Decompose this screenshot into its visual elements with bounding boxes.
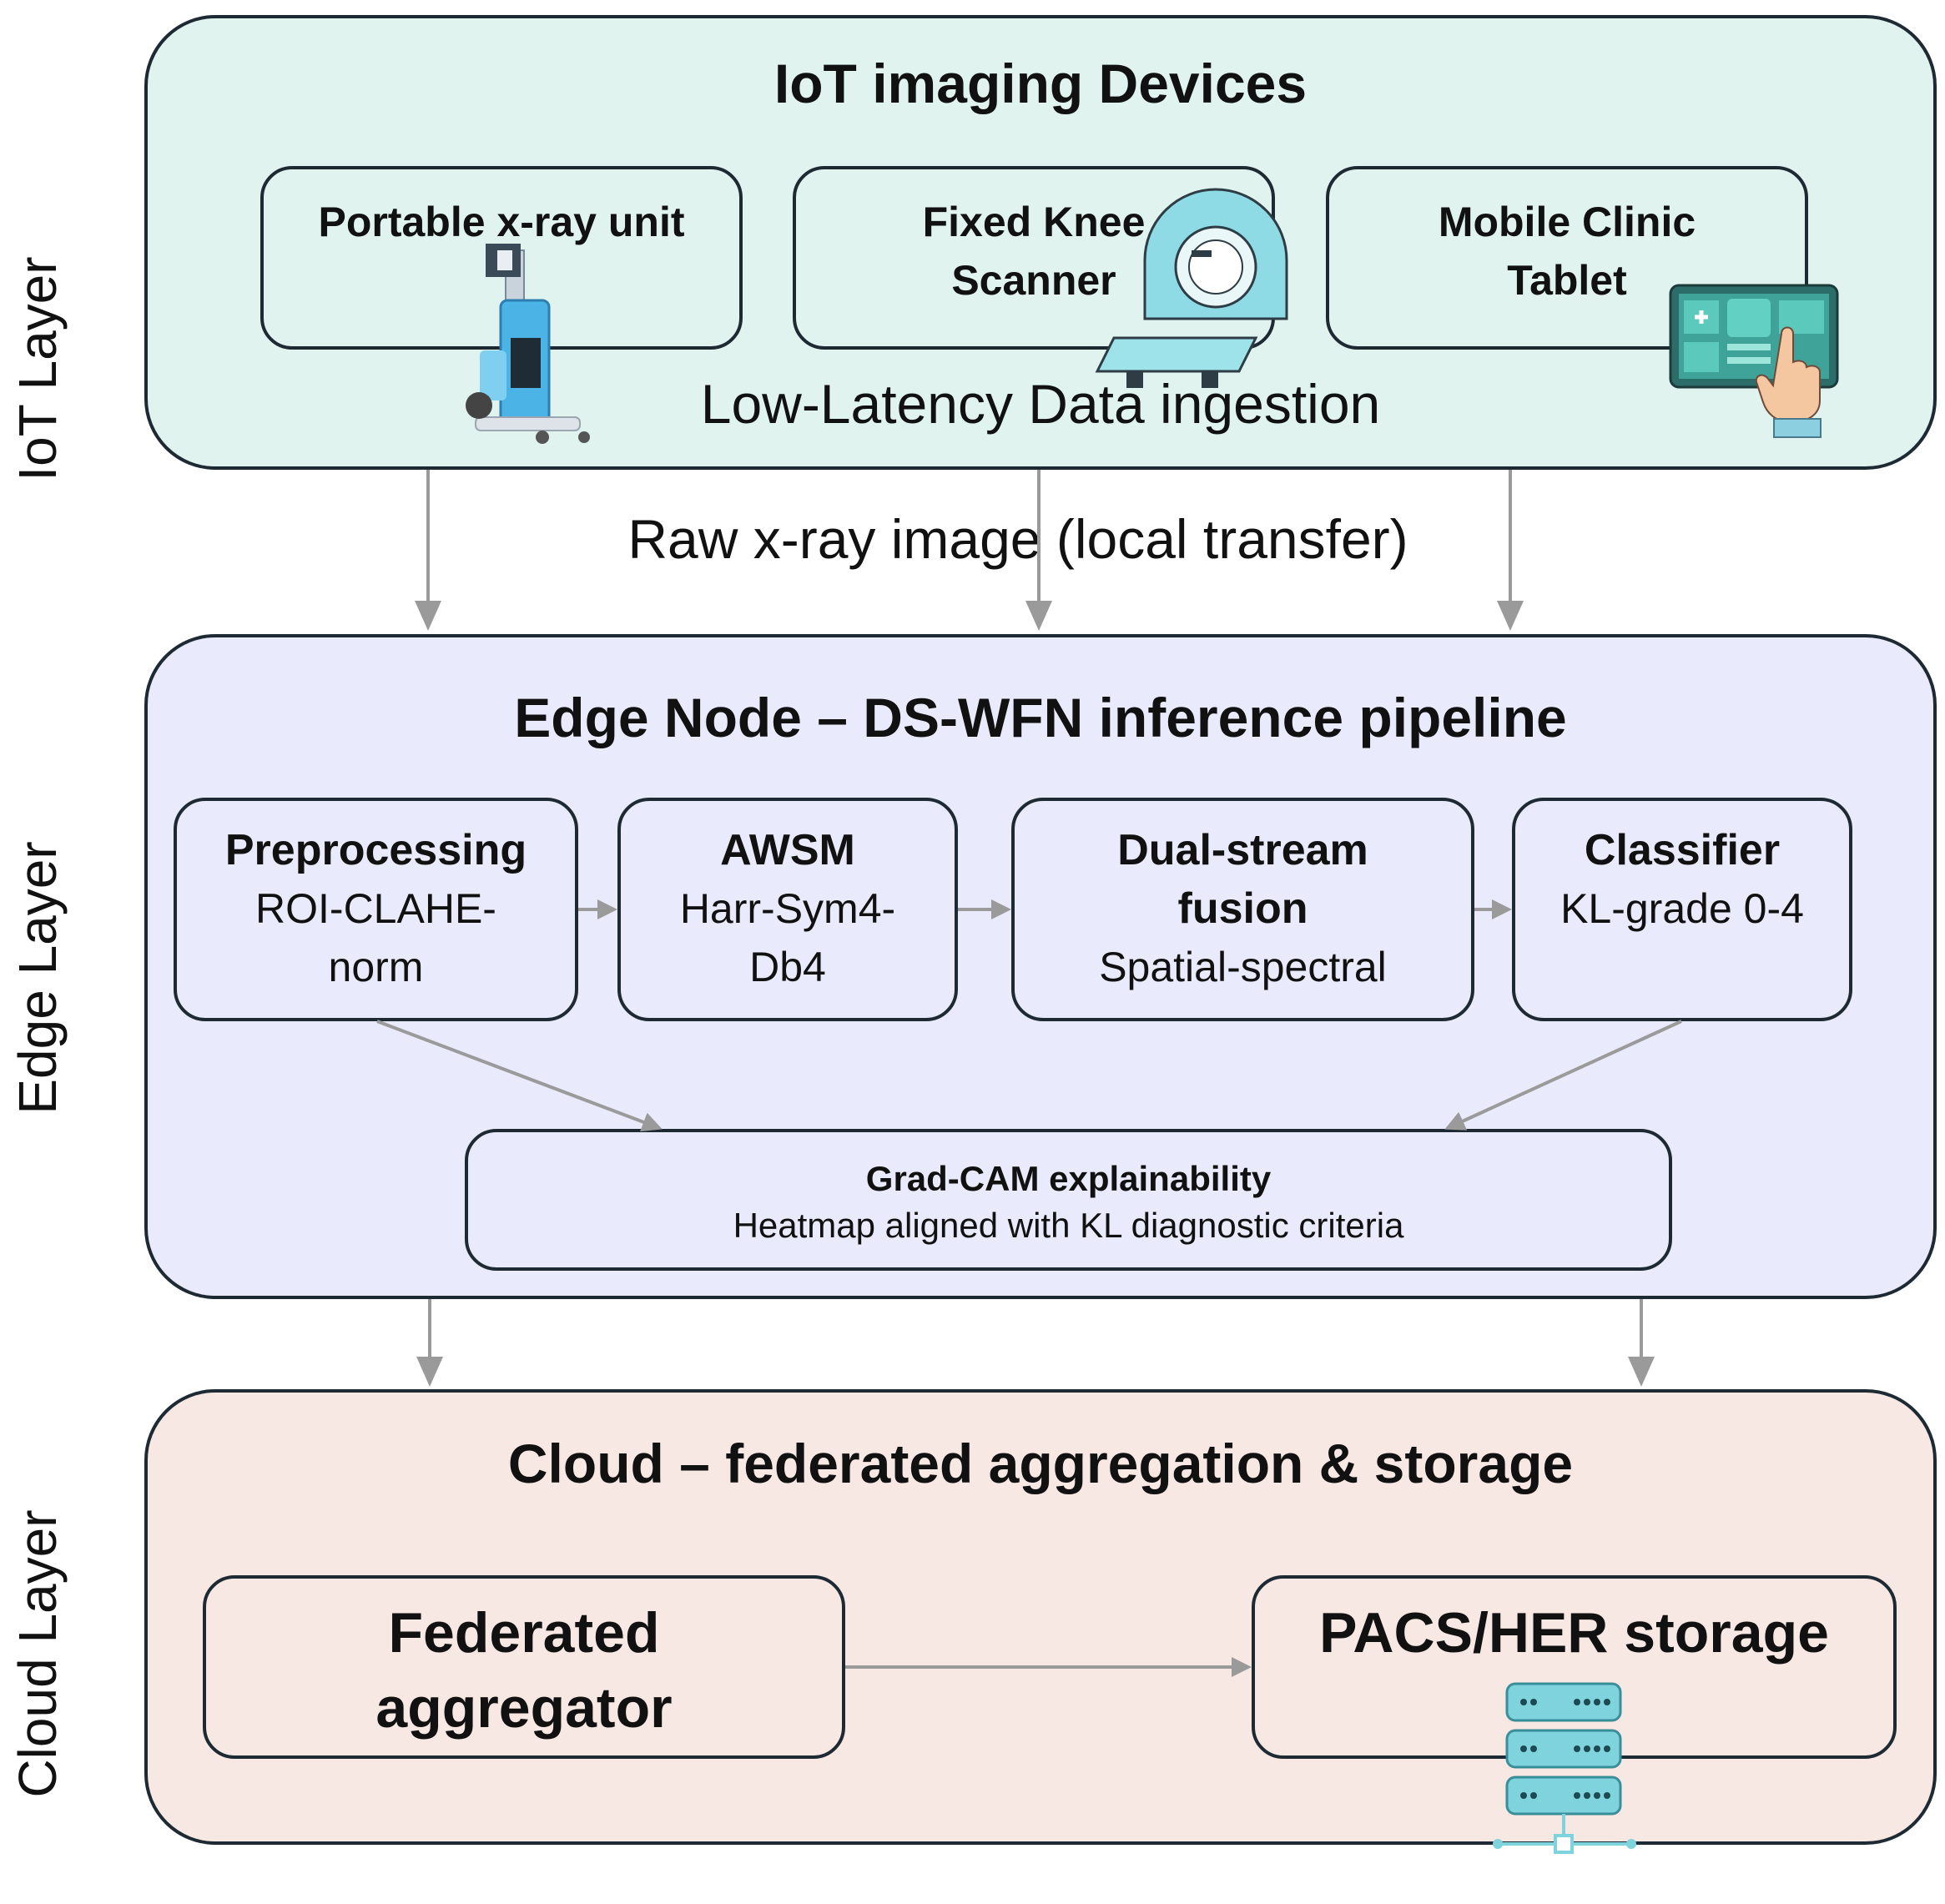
step-awsm[interactable]: AWSM Harr-Sym4- Db4 xyxy=(617,798,958,1021)
federated-aggregator-box[interactable]: Federated aggregator xyxy=(203,1575,845,1759)
step-dual-stream[interactable]: Dual-stream fusion Spatial-spectral xyxy=(1011,798,1474,1021)
cloud-layer-title: Cloud – federated aggregation & storage xyxy=(507,1433,1574,1494)
step-title: Dual-stream xyxy=(1117,826,1368,874)
gradcam-box[interactable]: Grad-CAM explainability Heatmap aligned … xyxy=(465,1129,1672,1271)
device-label: Fixed Knee xyxy=(922,199,1146,245)
iot-layer-title: IoT imaging Devices xyxy=(773,53,1308,114)
device-label: Portable x-ray unit xyxy=(318,199,685,245)
arrow-classifier-gradcam xyxy=(1444,1020,1682,1131)
device-label-line2: Scanner xyxy=(951,257,1116,304)
device-mobile-tablet[interactable]: Mobile Clinic Tablet xyxy=(1326,166,1808,350)
gradcam-title: Grad-CAM explainability xyxy=(865,1159,1272,1198)
device-label-line2: Tablet xyxy=(1507,257,1627,304)
aggregator-label: Federated xyxy=(388,1601,660,1665)
server-rack-icon xyxy=(1493,1682,1636,1854)
gradcam-subtitle: Heatmap aligned with KL diagnostic crite… xyxy=(733,1206,1404,1245)
transfer-label: Raw x-ray image (local transfer) xyxy=(627,508,1408,570)
aggregator-label-line2: aggregator xyxy=(375,1676,673,1740)
cloud-layer-panel xyxy=(144,1389,1937,1845)
mri-scanner-icon xyxy=(1095,188,1288,388)
diagram-overlay xyxy=(376,188,1839,1854)
step-subtitle: KL-grade 0-4 xyxy=(1560,885,1804,932)
edge-layer-panel xyxy=(144,634,1937,1299)
ingestion-label: Low-Latency Data ingestion xyxy=(700,373,1381,435)
iot-layer-panel xyxy=(144,15,1937,470)
step-subtitle: Harr-Sym4- xyxy=(679,885,896,932)
step-subtitle: norm xyxy=(328,944,424,990)
step-subtitle: Spatial-spectral xyxy=(1099,944,1387,990)
portable-xray-icon xyxy=(466,244,590,444)
step-title: Classifier xyxy=(1584,826,1781,874)
step-title-line2: fusion xyxy=(1177,884,1308,933)
step-classifier[interactable]: Classifier KL-grade 0-4 xyxy=(1512,798,1852,1021)
step-subtitle: Db4 xyxy=(749,944,826,990)
arrow-pre-gradcam xyxy=(376,1020,663,1132)
step-title: AWSM xyxy=(720,826,855,874)
tablet-hand-icon xyxy=(1669,284,1839,438)
device-knee-scanner[interactable]: Fixed Knee Scanner xyxy=(793,166,1275,350)
storage-label: PACS/HER storage xyxy=(1319,1601,1829,1665)
pacs-storage-box[interactable]: PACS/HER storage xyxy=(1252,1575,1897,1759)
edge-layer-title: Edge Node – DS-WFN inference pipeline xyxy=(514,687,1567,748)
step-title: Preprocessing xyxy=(224,826,527,874)
step-preprocessing[interactable]: Preprocessing ROI-CLAHE- norm xyxy=(174,798,578,1021)
step-subtitle: ROI-CLAHE- xyxy=(255,885,496,932)
device-label: Mobile Clinic xyxy=(1438,199,1696,245)
device-portable-xray[interactable]: Portable x-ray unit xyxy=(260,166,743,350)
